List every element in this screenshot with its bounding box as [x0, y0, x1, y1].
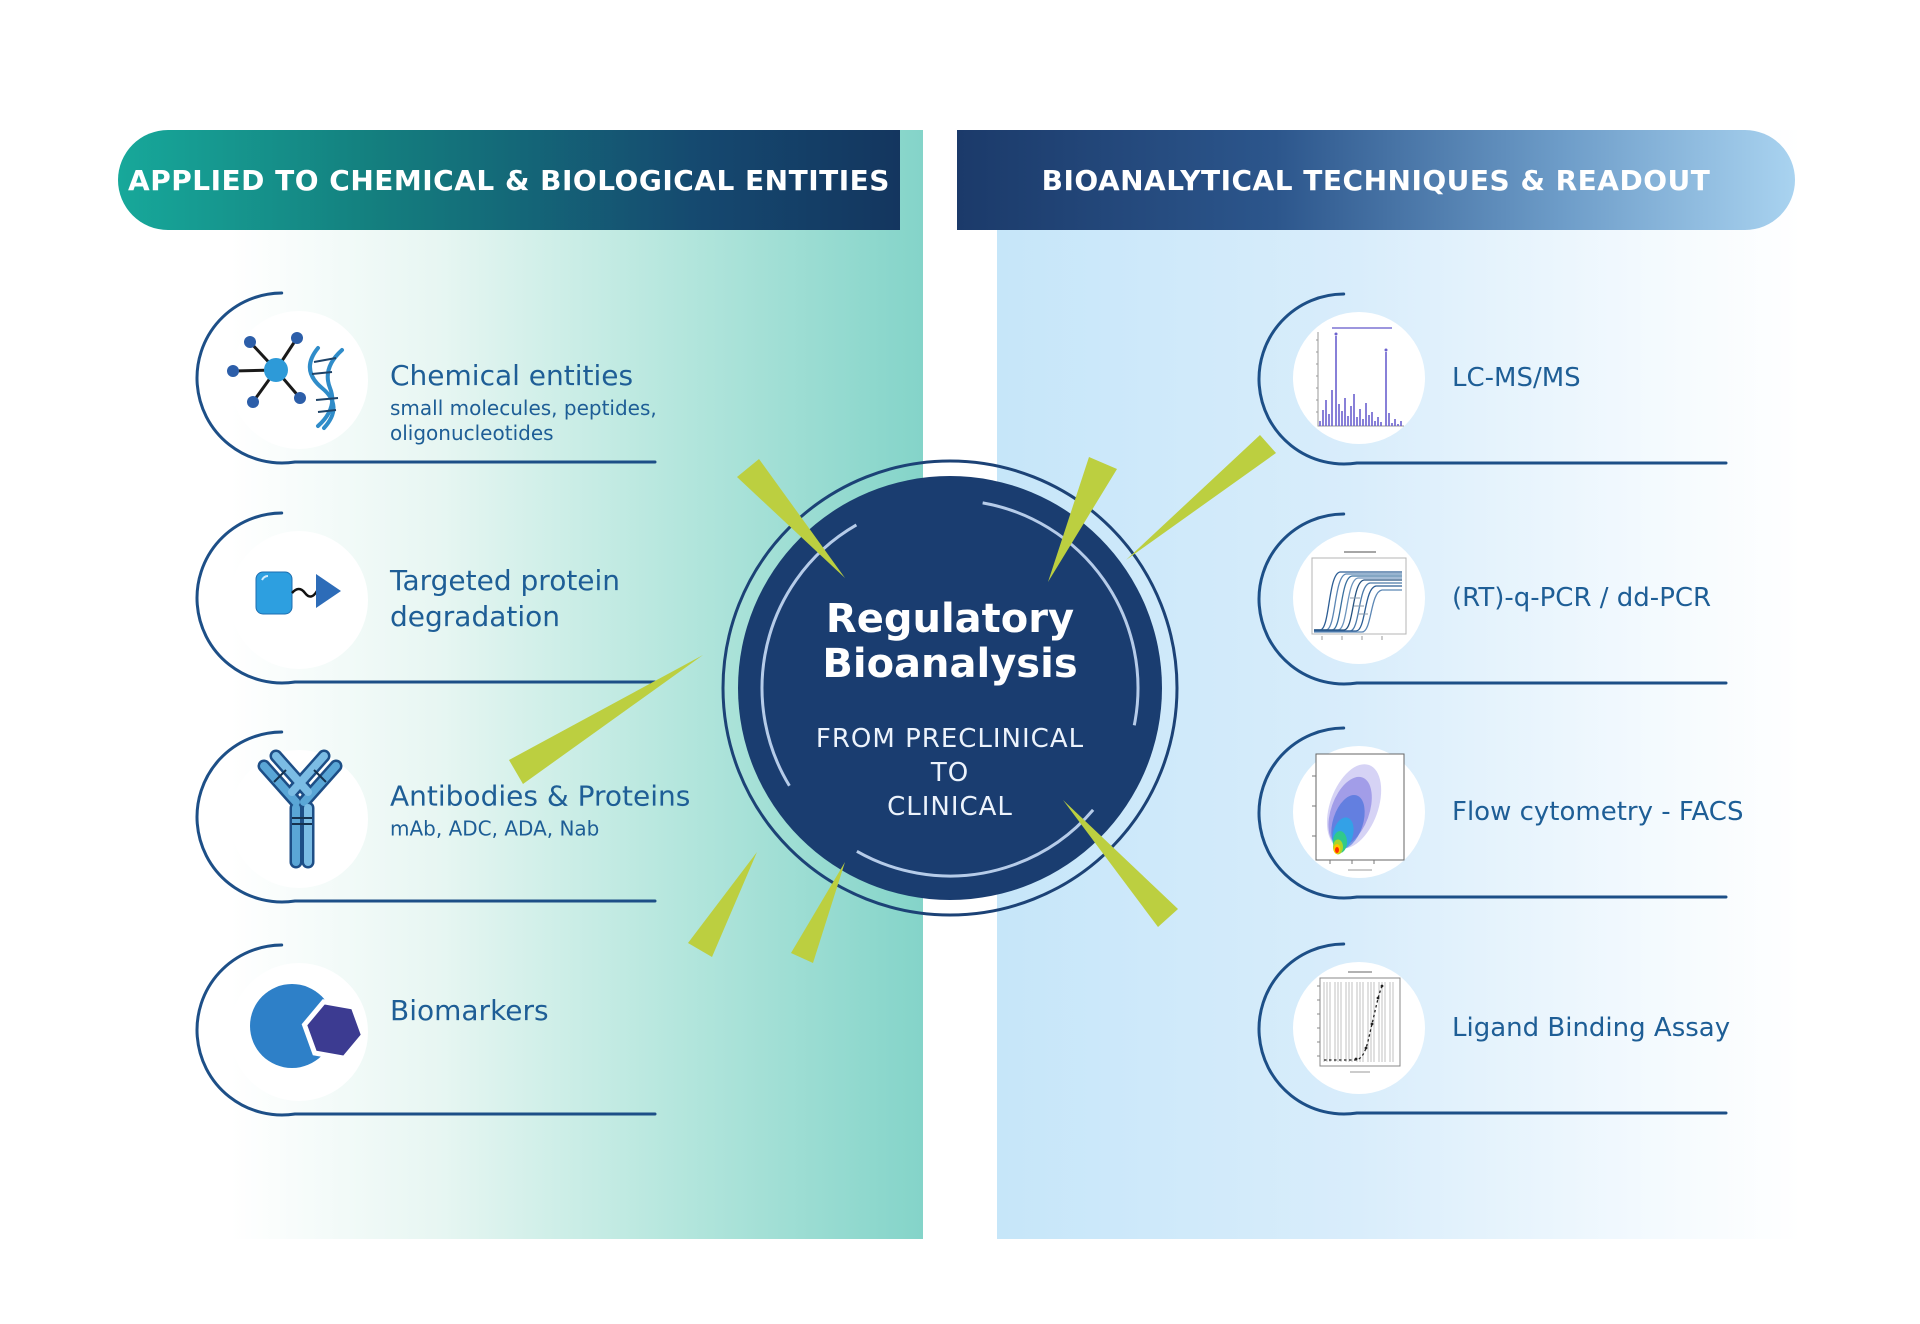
biomarker-icon	[250, 984, 367, 1068]
hub-circle	[738, 476, 1162, 900]
list-item-lcmsms-label: LC-MS/MS	[1452, 363, 1581, 393]
hub-subtitle-line2: TO	[930, 758, 970, 788]
right-panel-header-label: BIOANALYTICAL TECHNIQUES & READOUT	[1041, 163, 1711, 197]
bolt-icon-ne-inner	[1048, 457, 1117, 582]
list-item-lba-label: Ligand Binding Assay	[1452, 1013, 1731, 1043]
item-title: Antibodies & Proteins	[390, 779, 691, 813]
center-hub	[721, 459, 1179, 917]
bolt-icon-s-mid	[791, 862, 845, 963]
bolt-icon-sw	[509, 655, 703, 784]
list-item-biomarkers: Biomarkers	[390, 993, 720, 1031]
left-panel-header-label: APPLIED TO CHEMICAL & BIOLOGICAL ENTITIE…	[128, 163, 890, 197]
hub-subtitle-line3: CLINICAL	[887, 792, 1013, 822]
list-item-qpcr-label: (RT)-q-PCR / dd-PCR	[1452, 583, 1712, 613]
bolt-icon-s-left	[688, 852, 757, 957]
item-title: Targeted protein degradation	[390, 564, 621, 633]
right-panel-header: BIOANALYTICAL TECHNIQUES & READOUT	[957, 130, 1795, 230]
list-item-targeted-protein-degradation: Targeted protein degradation	[390, 563, 720, 637]
item-subtitle: small molecules, peptides, oligonucleoti…	[390, 395, 657, 445]
list-item-antibodies-proteins: Antibodies & Proteins mAb, ADC, ADA, Nab	[390, 779, 720, 842]
hub-outer-ring	[721, 459, 1179, 917]
item-subtitle: mAb, ADC, ADA, Nab	[390, 816, 600, 841]
bolt-icons	[509, 435, 1276, 963]
list-item-chemical-entities: Chemical entities small molecules, pepti…	[390, 358, 720, 446]
item-title: Biomarkers	[390, 994, 549, 1028]
left-panel-header: APPLIED TO CHEMICAL & BIOLOGICAL ENTITIE…	[118, 130, 900, 230]
hub-inner-dashed-ring	[760, 498, 1140, 878]
targeted-protein-degradation-icon	[255, 571, 341, 615]
antibody-icon	[257, 749, 343, 869]
bolt-icon-se	[1063, 800, 1178, 927]
item-title: Chemical entities	[390, 359, 634, 393]
facs-scatter-icon	[1312, 753, 1405, 871]
item-arcs	[195, 291, 1728, 1117]
bolt-icon-ne-outer	[1126, 435, 1276, 560]
hub-subtitle: FROM PRECLINICAL TO CLINICAL	[816, 722, 1084, 824]
hub-title: Regulatory Bioanalysis	[822, 597, 1077, 687]
mass-spectrum-icon	[1316, 327, 1404, 427]
molecule-dna-icon	[227, 332, 344, 430]
ligand-binding-curve-icon	[1317, 971, 1401, 1073]
list-item-facs-label: Flow cytometry - FACS	[1452, 797, 1744, 827]
bolt-icon-nw	[737, 459, 845, 578]
hub-subtitle-line1: FROM PRECLINICAL	[815, 724, 1085, 754]
qpcr-amplification-icon	[1311, 551, 1407, 640]
hub-title-line2: Bioanalysis	[822, 641, 1078, 687]
hub-title-line1: Regulatory	[825, 596, 1075, 643]
